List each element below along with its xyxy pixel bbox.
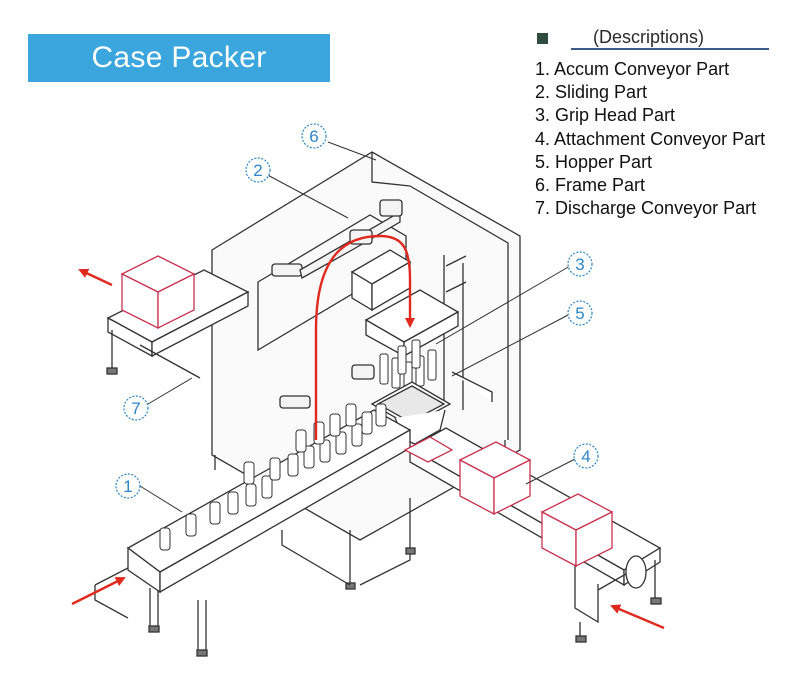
description-item: 2. Sliding Part — [535, 82, 648, 103]
description-item: 5. Hopper Part — [535, 151, 653, 172]
callout-label: 7 — [131, 399, 140, 418]
discharge-arrow — [78, 268, 113, 287]
description-item: 6. Frame Part — [535, 175, 646, 196]
cases — [120, 255, 614, 568]
callout-label: 1 — [123, 477, 132, 496]
descriptions-title: (Descriptions) — [593, 27, 705, 47]
descriptions-list: 1. Accum Conveyor Part 2. Sliding Part 3… — [535, 58, 795, 220]
callout-label: 5 — [575, 304, 584, 323]
description-item: 1. Accum Conveyor Part — [535, 59, 730, 79]
gripped-bottles — [379, 339, 437, 393]
callout-5: 5 — [567, 300, 593, 326]
callout-1: 1 — [115, 473, 141, 499]
hopper-part — [370, 371, 493, 445]
callout-leaders — [139, 141, 578, 513]
callout-label: 6 — [309, 127, 318, 146]
conveyor-bottles — [159, 403, 387, 551]
grip-head-part — [350, 249, 460, 358]
descriptions-header: (Descriptions) — [535, 26, 795, 52]
descriptions-underline — [571, 48, 769, 50]
callout-label: 3 — [575, 255, 584, 274]
callout-6: 6 — [301, 123, 327, 149]
callout-label: 4 — [581, 447, 590, 466]
page-title: Case Packer — [91, 41, 267, 74]
sliding-part — [271, 199, 403, 409]
description-item: 3. Grip Head Part — [535, 105, 676, 126]
callout-7: 7 — [123, 395, 149, 421]
callout-3: 3 — [567, 251, 593, 277]
description-item: 4. Attachment Conveyor Part — [535, 128, 766, 149]
callout-label: 2 — [253, 161, 262, 180]
callout-2: 2 — [245, 157, 271, 183]
bullet-square-icon — [537, 33, 548, 44]
callout-4: 4 — [573, 443, 599, 469]
case-infeed-arrow — [610, 604, 665, 630]
description-item: 7. Discharge Conveyor Part — [535, 198, 757, 219]
descriptions-legend: (Descriptions) 1. Accum Conveyor Part 2.… — [535, 26, 795, 220]
infeed-arrow — [71, 576, 126, 606]
flow-arrows — [71, 234, 665, 630]
title-banner: Case Packer — [28, 34, 330, 82]
transfer-arrow — [314, 234, 415, 440]
callouts: 1 2 3 4 5 6 7 — [115, 123, 599, 499]
